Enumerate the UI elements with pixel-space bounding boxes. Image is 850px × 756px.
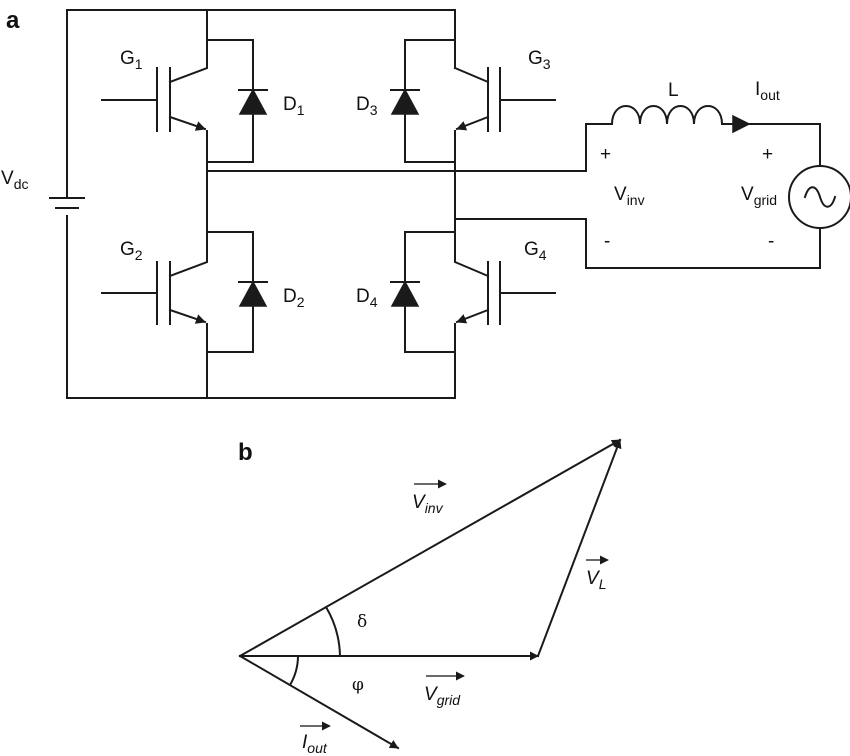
- igbt-g1: [101, 39, 208, 132]
- g4-label: G4: [524, 239, 547, 263]
- diode-d3: [390, 39, 420, 163]
- svg-text:Vinv: Vinv: [412, 492, 444, 516]
- vgrid-label: Vgrid: [741, 184, 777, 208]
- panel-b: b δ φ Vinv VL Vgrid Iout: [238, 438, 622, 756]
- diode-d2: [238, 231, 268, 353]
- inductor-label: L: [668, 80, 679, 101]
- panel-a: a Vdc: [1, 7, 850, 399]
- igbt-g2: [101, 231, 208, 325]
- d4-label: D4: [356, 286, 378, 310]
- panel-a-label: a: [6, 7, 20, 34]
- phi-arc: [289, 655, 299, 686]
- current-arrow: [732, 114, 751, 134]
- d3-label: D3: [356, 94, 378, 118]
- dc-source-symbol: [49, 197, 85, 209]
- vgrid-plus: +: [762, 144, 773, 165]
- vl-phasor: [536, 438, 622, 658]
- vinv-label: Vinv: [614, 184, 645, 208]
- vgrid-vector-label: Vgrid: [424, 671, 465, 708]
- panel-b-label: b: [238, 439, 253, 466]
- d1-label: D1: [283, 94, 305, 118]
- iout-vector-label: Iout: [300, 721, 331, 756]
- g2-label: G2: [120, 239, 143, 263]
- igbt-g4: [454, 231, 556, 325]
- grid-source-symbol: [788, 165, 850, 229]
- d2-label: D2: [283, 286, 305, 310]
- inductor-symbol: [610, 105, 724, 126]
- svg-text:Iout: Iout: [302, 732, 328, 756]
- diode-d4: [390, 231, 420, 353]
- vinv-minus: -: [604, 231, 610, 252]
- igbt-g3: [453, 66, 556, 132]
- vdc-label: Vdc: [1, 168, 28, 192]
- phi-label: φ: [352, 675, 364, 695]
- g1-label: G1: [120, 48, 143, 72]
- diode-d1: [238, 39, 268, 163]
- output-wires: [206, 123, 821, 269]
- dc-bus-wires: [66, 9, 456, 399]
- delta-arc: [325, 606, 341, 657]
- vl-vector-label: VL: [586, 555, 609, 592]
- delta-label: δ: [357, 612, 367, 632]
- svg-text:VL: VL: [586, 568, 606, 592]
- vinv-vector-label: Vinv: [412, 479, 447, 516]
- vgrid-minus: -: [768, 231, 774, 252]
- iout-label: Iout: [755, 79, 780, 103]
- vinv-plus: +: [600, 144, 611, 165]
- g3-label: G3: [528, 48, 551, 72]
- leg-right-wires: [404, 9, 456, 399]
- leg-left-wires: [206, 9, 254, 399]
- vinv-phasor: [238, 438, 622, 658]
- iout-phasor: [238, 654, 400, 750]
- svg-text:Vgrid: Vgrid: [424, 684, 461, 708]
